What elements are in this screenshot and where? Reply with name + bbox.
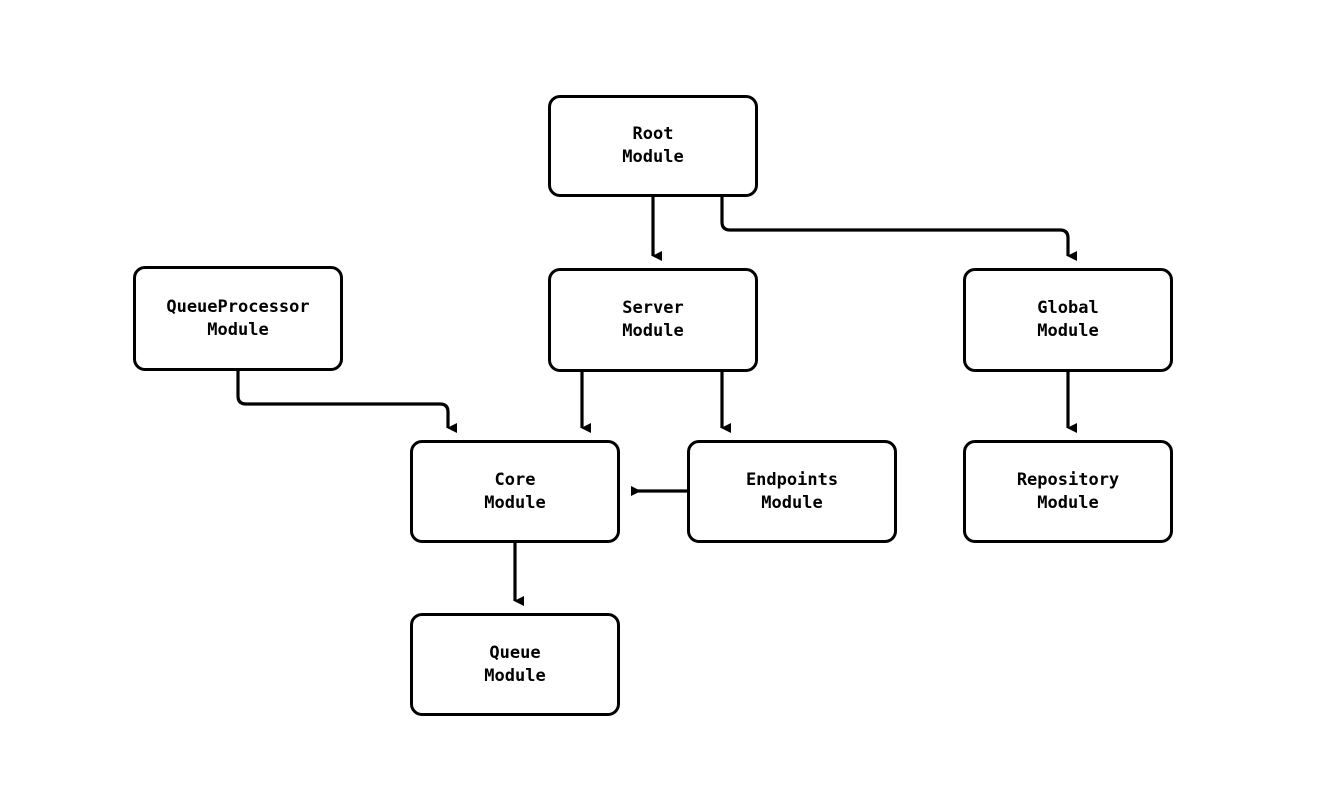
server-module-label-line1: Server (622, 298, 684, 319)
edge-queueprocessor-to-core (236, 371, 457, 433)
root-module-label-line1: Root (632, 124, 674, 145)
global-module-label-line1: Global (1037, 298, 1099, 319)
queue-module-label-line1: Queue (489, 642, 541, 663)
queueprocessor-module-label-line1: QueueProcessor (166, 296, 310, 317)
root-module-node[interactable]: Root Module (548, 95, 758, 197)
global-module-label-line2: Module (1037, 321, 1099, 341)
endpoints-module-label-line2: Module (761, 492, 823, 513)
global-module-node[interactable]: Global Module (963, 268, 1173, 372)
server-module-label-line2: Module (622, 321, 684, 341)
queue-module-node[interactable]: Queue Module (410, 613, 620, 716)
root-module-label-line2: Module (622, 147, 684, 167)
endpoints-module-node[interactable]: Endpoints Module (687, 440, 897, 543)
repository-module-label-line2: Module (1037, 492, 1099, 513)
queue-module-label-line2: Module (484, 665, 546, 686)
edge-root-to-global (720, 197, 1077, 261)
repository-module-node[interactable]: Repository Module (963, 440, 1173, 543)
core-module-label-line1: Core (494, 469, 536, 490)
queueprocessor-module-node[interactable]: QueueProcessor Module (133, 266, 343, 371)
core-module-label-line2: Module (484, 492, 546, 513)
queueprocessor-module-label-line2: Module (207, 319, 269, 340)
repository-module-label-line1: Repository (1016, 469, 1120, 490)
server-module-node[interactable]: Server Module (548, 268, 758, 372)
core-module-node[interactable]: Core Module (410, 440, 620, 543)
endpoints-module-label-line1: Endpoints (745, 469, 839, 490)
